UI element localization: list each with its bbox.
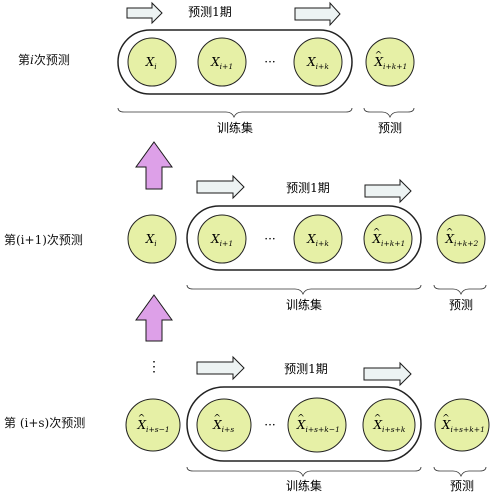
- right-arrow-icon: [294, 1, 341, 27]
- hat-mark: ^: [442, 414, 450, 424]
- node-label: Xi+s+k+1: [441, 418, 485, 434]
- right-arrow-icon: [126, 1, 163, 25]
- row-label-3: 第 (i+s)次预测: [4, 416, 86, 430]
- node-pred-x-i-plus-k-plus-1: [365, 37, 415, 87]
- node-pred-x-i-plus-s-plus-k-minus-1: [287, 397, 347, 453]
- training-label: 训练集: [286, 297, 322, 312]
- training-window: [186, 205, 422, 271]
- node-pred-x-i-plus-k-plus-2: [436, 214, 486, 264]
- node-label: Xi: [145, 232, 158, 248]
- predict-brace: [433, 284, 487, 296]
- right-arrow-icon: [196, 355, 245, 381]
- training-label: 训练集: [286, 478, 322, 493]
- period-label: 预测1期: [284, 362, 328, 376]
- row-3: 预测1期 训练集 预测: [125, 355, 490, 493]
- node-label: Xi+s−1: [137, 418, 170, 434]
- hat-mark: ^: [375, 51, 383, 61]
- predict-brace: [363, 107, 415, 119]
- node-x-i-plus-k: [293, 214, 343, 264]
- hat-mark: ^: [373, 228, 381, 238]
- node-label: Xi+1: [210, 232, 233, 248]
- node-x-i-plus-1: [197, 37, 247, 87]
- training-window: [186, 386, 422, 462]
- hat-mark: ^: [138, 414, 146, 424]
- node-pred-x-i-plus-k-plus-1: [363, 214, 413, 264]
- row-1: 预测1期 训练集 预测: [117, 1, 415, 135]
- node-label: Xi+s+k−1: [296, 418, 340, 434]
- horizontal-ellipsis: ···: [264, 418, 275, 432]
- node-label: Xi+k: [306, 232, 329, 248]
- node-x-i-plus-k: [293, 37, 343, 87]
- hat-mark: ^: [297, 414, 305, 424]
- training-brace: [186, 466, 422, 478]
- training-window: [117, 29, 353, 95]
- hat-mark: ^: [213, 414, 221, 424]
- node-label: Xi+s+k: [373, 418, 406, 434]
- vertical-ellipsis: ⋮: [147, 359, 161, 375]
- node-pred-x-i-plus-s-plus-k-plus-1: [434, 398, 490, 452]
- row-label-1: 第i次预测: [18, 53, 70, 67]
- horizontal-ellipsis: ···: [264, 55, 275, 69]
- node-pred-x-i-plus-s-plus-k: [362, 398, 416, 452]
- predict-label: 预测: [378, 121, 402, 135]
- node-pred-x-i-plus-s-minus-1: [125, 398, 181, 452]
- node-x-i: [127, 214, 177, 264]
- node-label: Xi+1: [210, 55, 233, 71]
- hat-mark: ^: [374, 414, 382, 424]
- right-arrow-icon: [196, 174, 245, 200]
- node-label: Xi+k+2: [445, 232, 479, 248]
- training-brace: [186, 284, 422, 296]
- period-label: 预测1期: [188, 5, 232, 19]
- period-label: 预测1期: [286, 181, 330, 195]
- predict-label: 预测: [449, 298, 473, 312]
- right-arrow-icon: [363, 361, 412, 387]
- horizontal-ellipsis: ···: [264, 232, 275, 246]
- node-label: Xi+s: [212, 418, 234, 434]
- hat-mark: ^: [446, 228, 454, 238]
- up-arrow-icon: [135, 294, 173, 342]
- predict-brace: [433, 466, 487, 478]
- row-label-2: 第(i+1)次预测: [4, 233, 83, 247]
- node-label: Xi+k+1: [374, 55, 408, 71]
- node-x-i-plus-1: [197, 214, 247, 264]
- up-arrow-icon: [135, 141, 173, 190]
- node-label: Xi+k+1: [372, 232, 406, 248]
- right-arrow-icon: [364, 178, 412, 204]
- node-label: Xi: [145, 55, 158, 71]
- row-2: 预测1期 训练集 预测: [127, 174, 487, 312]
- training-label: 训练集: [217, 120, 253, 135]
- training-brace: [117, 107, 353, 119]
- predict-label: 预测: [450, 479, 474, 493]
- node-label: Xi+k: [306, 55, 329, 71]
- node-pred-x-i-plus-s: [196, 398, 252, 452]
- node-x-i: [127, 37, 177, 87]
